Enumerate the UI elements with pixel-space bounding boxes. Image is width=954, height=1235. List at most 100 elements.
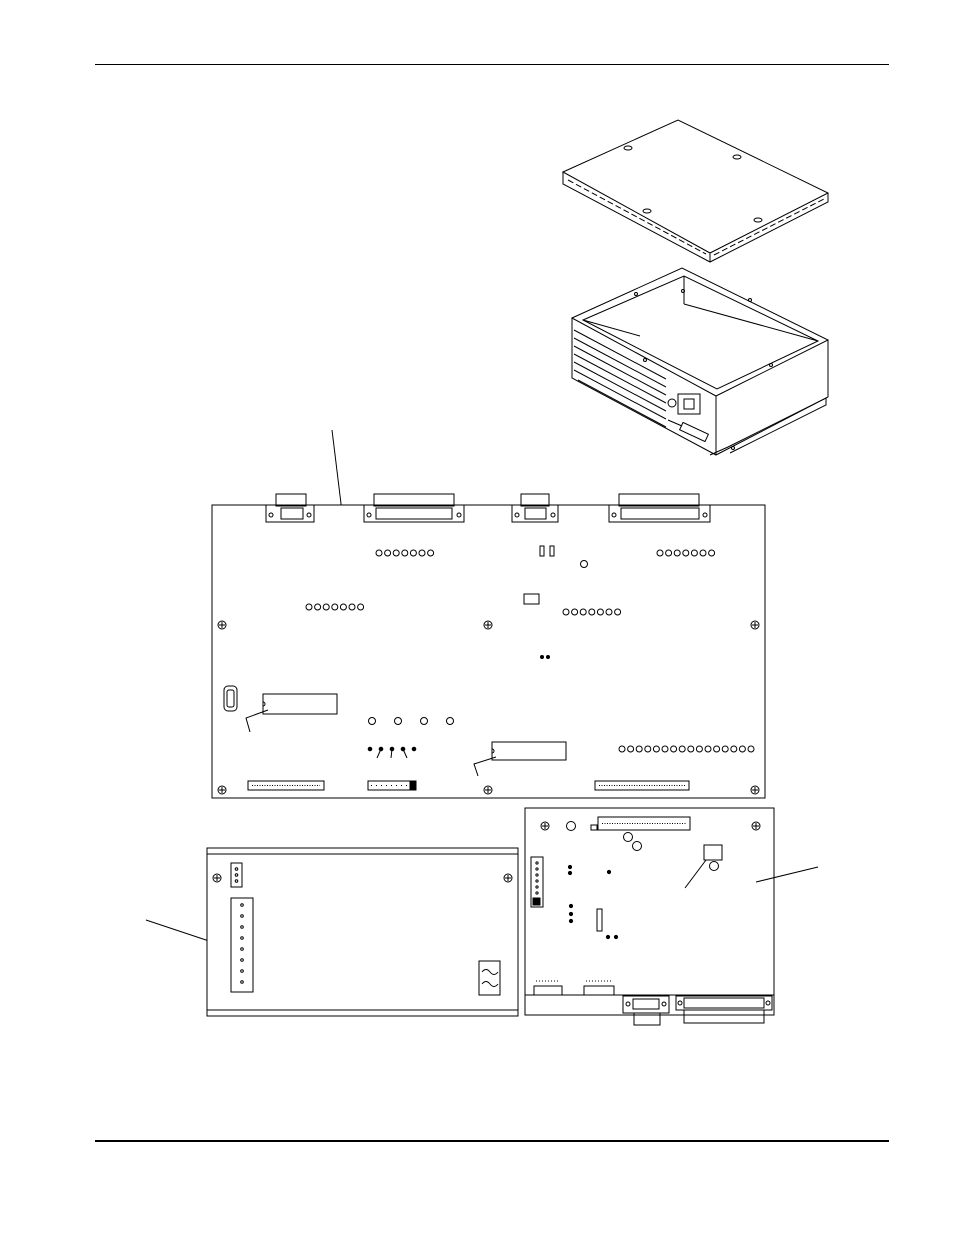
- led-icon: [579, 608, 587, 616]
- terminal-pin: [535, 873, 539, 877]
- led-icon: [392, 549, 400, 557]
- led-icon: [708, 549, 716, 557]
- led-icon: [644, 745, 652, 753]
- screw-icon: [212, 873, 513, 883]
- base-panel-connectors: [667, 393, 710, 443]
- screw-icon: [540, 821, 761, 831]
- ribbon-header: [594, 780, 690, 791]
- terminal-block: [230, 897, 254, 993]
- led-icon: [618, 745, 626, 753]
- db37-connector: [363, 493, 465, 523]
- ic-chip: [262, 693, 338, 715]
- led-icon: [339, 603, 347, 611]
- footer-rule: [95, 1140, 889, 1142]
- led-icon: [571, 608, 579, 616]
- terminal-pin: [240, 936, 244, 940]
- terminal-pin: [240, 903, 244, 907]
- led-row: [305, 549, 755, 753]
- terminal-pin: [240, 914, 244, 918]
- led-icon: [682, 549, 690, 557]
- main-circuit-board: [211, 493, 766, 799]
- terminal-pin: [240, 958, 244, 962]
- terminal-pin: [240, 969, 244, 973]
- terminal-pin: [535, 891, 539, 895]
- led-icon: [314, 603, 322, 611]
- led-icon: [596, 608, 604, 616]
- terminal-pin: [535, 885, 539, 889]
- led-icon: [721, 745, 729, 753]
- led-icon: [673, 549, 681, 557]
- callout-chip-left: [245, 709, 269, 733]
- led-icon: [627, 745, 635, 753]
- terminal-pin: [240, 947, 244, 951]
- relay-component: [703, 844, 723, 861]
- led-icon: [699, 549, 707, 557]
- led-icon: [418, 549, 426, 557]
- led-icon: [738, 745, 746, 753]
- power-supply-board: [206, 847, 519, 1017]
- led-icon: [562, 608, 570, 616]
- led-icon: [661, 745, 669, 753]
- led-icon: [747, 745, 755, 753]
- callout-interface-component: [684, 859, 707, 889]
- led-icon: [713, 745, 721, 753]
- led-icon: [656, 549, 664, 557]
- ribbon-header: [247, 780, 325, 791]
- pin-header: [533, 985, 563, 996]
- led-icon: [305, 603, 313, 611]
- led-icon: [357, 603, 365, 611]
- callout-interface-board: [755, 866, 819, 883]
- led-icon: [678, 745, 686, 753]
- ic-chip: [491, 741, 567, 761]
- led-icon: [331, 603, 339, 611]
- test-points: [367, 746, 417, 759]
- led-icon: [384, 549, 392, 557]
- led-icon: [704, 745, 712, 753]
- led-icon: [375, 549, 383, 557]
- enclosure-cover: [561, 119, 830, 263]
- led-icon: [665, 549, 673, 557]
- jumper-block: [523, 593, 540, 605]
- db9-connector: [265, 493, 315, 523]
- screw-icon: [217, 620, 760, 795]
- callout-power-supply: [145, 919, 213, 943]
- terminal-pin: [240, 980, 244, 984]
- ribbon-header: [597, 816, 691, 831]
- terminal-strip: [530, 856, 544, 908]
- led-icon: [695, 745, 703, 753]
- small-terminal: [230, 862, 243, 888]
- led-icon: [322, 603, 330, 611]
- interface-board: [524, 807, 775, 1026]
- ac-input-icon: [478, 960, 501, 996]
- led-icon: [427, 549, 435, 557]
- fuse: [596, 908, 603, 932]
- led-icon: [635, 745, 643, 753]
- led-icon: [690, 549, 698, 557]
- led-icon: [588, 608, 596, 616]
- db9-side-connector: [223, 685, 238, 712]
- db9-connector: [622, 995, 670, 1026]
- base-screw-icon: [634, 289, 773, 450]
- pin-header: [583, 985, 615, 996]
- led-icon: [730, 745, 738, 753]
- callout-chip-center: [473, 756, 497, 777]
- enclosure-base: [570, 267, 830, 456]
- terminal-pin: [535, 867, 539, 871]
- led-icon: [670, 745, 678, 753]
- led-icon: [605, 608, 613, 616]
- led-icon: [348, 603, 356, 611]
- led-icon: [687, 745, 695, 753]
- db37-connector: [675, 995, 773, 1024]
- terminal-pin: [535, 861, 539, 865]
- db9-connector: [511, 493, 559, 523]
- header-rule: [95, 64, 889, 65]
- led-icon: [409, 549, 417, 557]
- db37-connector: [608, 493, 711, 523]
- terminal-header: [367, 780, 417, 791]
- led-icon: [614, 608, 622, 616]
- led-icon: [401, 549, 409, 557]
- cover-screw-icon: [623, 145, 763, 223]
- cooling-fins: [573, 329, 667, 428]
